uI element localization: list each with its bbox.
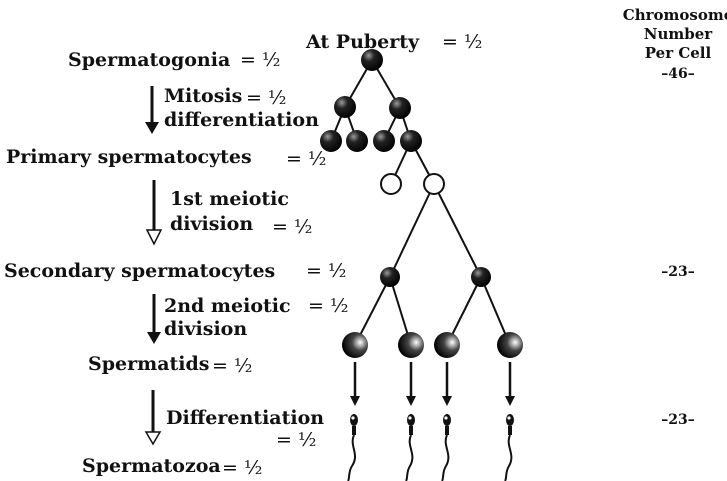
- label-primary-spermatocytes: Primary spermatocytes: [6, 146, 252, 168]
- label-secondary-spermatocytes: Secondary spermatocytes: [4, 260, 275, 282]
- spermatid-cells: [342, 332, 523, 358]
- chromosome-number-23-secondary: –23–: [661, 264, 694, 280]
- spermatozoon-4: [504, 414, 514, 481]
- label-primary-half: = ½: [286, 148, 326, 170]
- label-meiosis2-half: = ½: [308, 295, 348, 317]
- label-spermatids-half: = ½: [212, 355, 252, 377]
- label-meiosis2-line1: 2nd meiotic: [164, 295, 291, 317]
- label-differentiation-2-half: = ½: [276, 429, 316, 451]
- title-half: = ½: [442, 31, 482, 53]
- spermatozoon-3: [441, 414, 451, 481]
- label-meiosis2-line2: division: [164, 318, 247, 340]
- arrow-meiosis1: [145, 180, 163, 246]
- label-meiosis1-line2: division: [170, 213, 253, 235]
- chromosome-header-line1: Chromosome: [623, 6, 727, 24]
- lineage-lines: [330, 59, 511, 346]
- label-spermatozoa-half: = ½: [222, 457, 262, 479]
- chromosome-header-line3: Per Cell: [645, 44, 712, 62]
- spermatozoon-1: [347, 414, 358, 481]
- arrow-mitosis: [145, 86, 159, 134]
- primary-spermatocyte-cells: [380, 173, 445, 195]
- chromosome-number-46: –46–: [661, 66, 694, 82]
- arrow-meiosis2: [147, 294, 161, 344]
- arrow-differentiation: [144, 390, 162, 446]
- label-mitosis-half: = ½: [246, 87, 286, 109]
- label-spermatogonia: Spermatogonia: [68, 49, 230, 71]
- title-at-puberty: At Puberty: [305, 31, 420, 53]
- spermatozoon-2: [405, 414, 415, 481]
- label-meiosis1-half: = ½: [272, 216, 312, 238]
- label-spermatogonia-half: = ½: [240, 49, 280, 71]
- chromosome-header-line2: Number: [644, 25, 714, 43]
- label-spermatids: Spermatids: [88, 353, 210, 375]
- spermatid-arrows: [350, 362, 515, 406]
- spermatogonium-top-cell: [361, 49, 383, 71]
- label-differentiation-1: differentiation: [164, 109, 319, 131]
- spermatogonia-cells-level2: [334, 96, 411, 119]
- label-differentiation-2: Differentiation: [166, 407, 324, 429]
- label-secondary-half: = ½: [306, 260, 346, 282]
- label-spermatozoa: Spermatozoa: [82, 455, 221, 477]
- secondary-spermatocyte-cells: [380, 267, 491, 287]
- chromosome-number-23-spermatozoa: –23–: [661, 412, 694, 428]
- spermatogonia-cells-level3: [320, 130, 422, 152]
- label-meiosis1-line1: 1st meiotic: [170, 188, 289, 210]
- label-mitosis: Mitosis: [164, 85, 242, 107]
